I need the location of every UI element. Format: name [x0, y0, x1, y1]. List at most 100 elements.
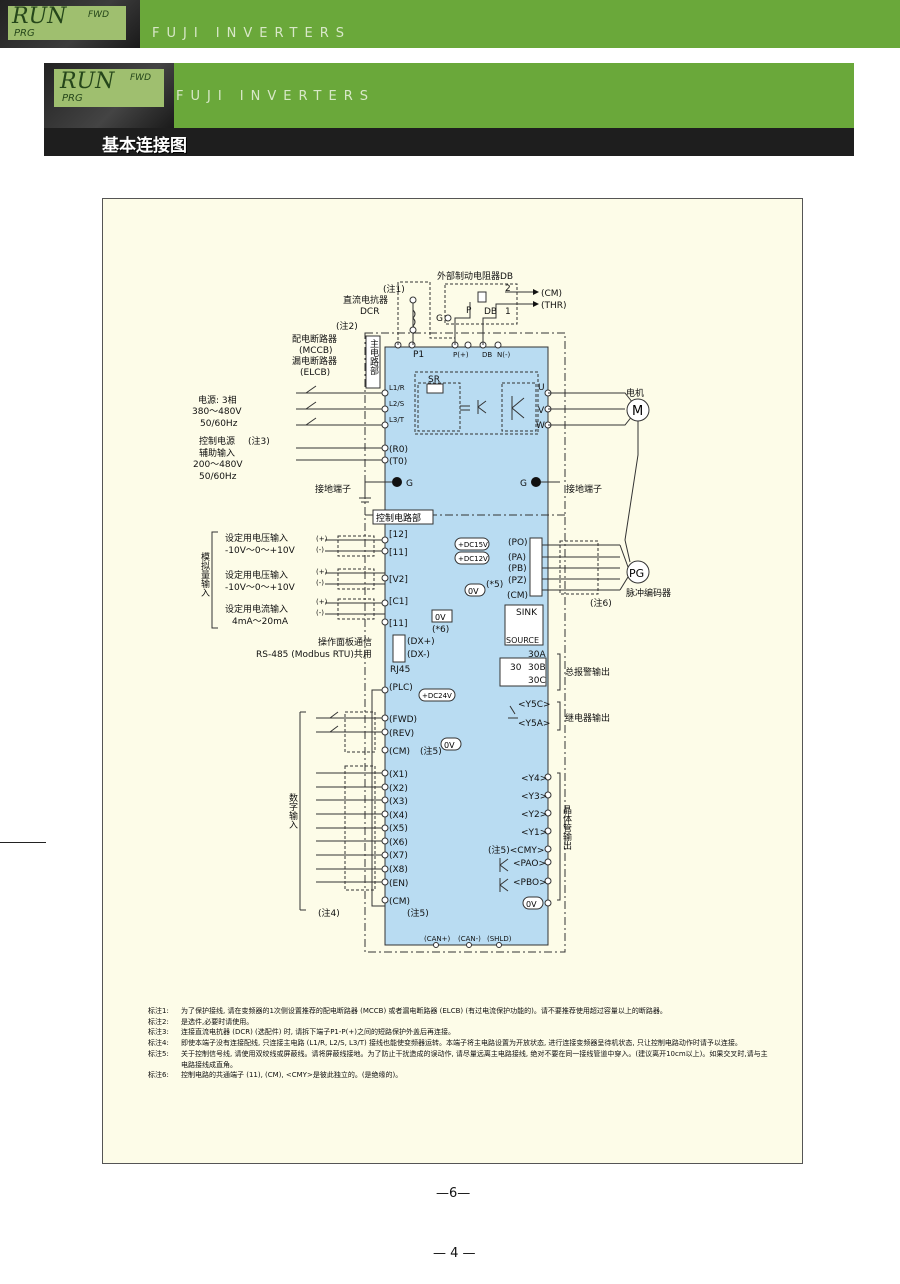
- dcr-terminal: [409, 296, 417, 304]
- terminal-db: DB: [482, 351, 492, 359]
- terminal-x6: (X6): [389, 838, 408, 848]
- analog-minus-2: (-): [316, 579, 324, 587]
- inverter-body: [384, 346, 549, 946]
- terminal-can-minus: (CAN-): [458, 935, 481, 943]
- zero-v-badge-cm: [440, 737, 462, 751]
- relay-output-label: 继电器输出: [565, 712, 610, 724]
- terminal-y2: <Y2>: [521, 810, 547, 820]
- dc12-text: +DC12V: [458, 555, 488, 563]
- power-lines: [296, 392, 385, 461]
- transistor-output-vertical: 晶体管输出: [561, 805, 572, 851]
- terminal-db1: DB: [484, 307, 497, 317]
- zero-v-text-pg: 0V: [468, 587, 479, 596]
- lcd-logo-2: RUN FWD PRG: [44, 63, 174, 128]
- terminal-cm-pg: (CM): [507, 591, 528, 601]
- lcd-run-text-2: RUN: [60, 69, 115, 94]
- note3-tag: (注3): [248, 435, 270, 447]
- inner-page-number: —6—: [436, 1186, 471, 1201]
- terminal-y4: <Y4>: [521, 774, 547, 784]
- alarm-relay-box: [499, 657, 547, 687]
- terminal-pbo: <PBO>: [513, 878, 547, 888]
- digital-input-terminals: [381, 686, 389, 904]
- lcd-logo: RUN FWD PRG: [0, 0, 140, 48]
- terminal-g-left: G: [406, 479, 413, 489]
- breaker-line2: (MCCB): [299, 346, 333, 356]
- lcd-fwd-text-2: FWD: [130, 73, 152, 83]
- zero-v-text-out: 0V: [526, 900, 537, 909]
- terminal-pb: (PB): [508, 564, 527, 574]
- terminal-w: W: [536, 421, 545, 431]
- v-set2: 设定用电压输入: [225, 569, 288, 581]
- ground-terminal-right: 接地端子: [566, 483, 602, 495]
- brand-text-2: FUJI INVERTERS: [176, 89, 375, 104]
- pg-symbol-text: PG: [629, 567, 644, 580]
- section-title: 基本连接图: [102, 136, 187, 156]
- terminal-can-plus: (CAN+): [424, 935, 451, 943]
- ground-symbol-left: [392, 477, 402, 487]
- terminal-x8: (X8): [389, 865, 408, 875]
- zero-v-badge-out: [522, 896, 544, 910]
- i-range: 4mA～20mA: [232, 617, 289, 627]
- pg-terminal-block: [529, 537, 543, 597]
- lcd-prg-text-2: PRG: [62, 93, 83, 104]
- brand-text: FUJI INVERTERS: [152, 26, 351, 41]
- terminal-db-n2: 2: [505, 284, 511, 294]
- dc24-badge: [418, 688, 456, 702]
- igbt-symbol: [511, 396, 525, 420]
- terminal-x2: (X2): [389, 784, 408, 794]
- terminal-cmy: (注5)<CMY>: [488, 844, 544, 856]
- brake-transistor: [477, 400, 487, 414]
- terminal-l1: L1/R: [389, 384, 405, 392]
- rectifier-box: [417, 382, 461, 432]
- note5-star: (*5): [486, 580, 503, 590]
- external-brake-resistor-label: 外部制动电阻器DB: [437, 270, 513, 282]
- terminal-r0: (R0): [389, 445, 408, 455]
- terminal-x3: (X3): [389, 797, 408, 807]
- note6-star: (*6): [432, 625, 449, 635]
- ctrl-power4: 50/60Hz: [199, 472, 237, 482]
- terminal-30a: 30A: [528, 650, 546, 660]
- v-set1: 设定用电压输入: [225, 532, 288, 544]
- footnote-6: 标注6:控制电路的共通端子 (11), (CM), <CMY>是彼此独立的。(是…: [148, 1071, 403, 1080]
- dcr-coil: [412, 300, 416, 345]
- transistor-terminals: [544, 773, 552, 907]
- zero-v-badge-analog: [431, 609, 453, 623]
- terminal-cm-di: (CM): [389, 747, 410, 757]
- terminal-y5c: <Y5C>: [518, 700, 551, 710]
- power-line3: 50/60Hz: [200, 419, 238, 429]
- footnotes: 标注1:为了保护接线, 请在变频器的1次侧设置推荐的配电断路器 (MCCB) 或…: [148, 1006, 768, 1081]
- top-banner: RUN FWD PRG FUJI INVERTERS: [0, 0, 900, 48]
- terminal-t0: (T0): [389, 457, 407, 467]
- terminal-u: U: [538, 383, 545, 393]
- terminal-g-right: G: [520, 479, 527, 489]
- note6-tag: (注6): [590, 597, 612, 609]
- pao-transistor: [499, 858, 509, 872]
- terminal-sr: SR: [428, 375, 440, 385]
- terminal-dxp: (DX+): [407, 637, 435, 647]
- zero-v-text-analog: 0V: [435, 613, 446, 622]
- zero-v-badge-pg: [464, 583, 486, 597]
- ctrl-power1: 控制电源: [199, 435, 235, 447]
- terminal-pz: (PZ): [508, 576, 527, 586]
- terminal-y3: <Y3>: [521, 792, 547, 802]
- lcd-prg-text: PRG: [14, 28, 35, 39]
- breaker-line3: 漏电断路器: [292, 355, 337, 367]
- motor-label: 电机: [626, 387, 644, 399]
- note5-tag-cm: (注5): [420, 745, 442, 757]
- main-circuit-label-box: [365, 335, 381, 389]
- footnote-5: 标注5:关于控制信号线, 请使用双绞线或屏蔽线。请将屏蔽线接地。为了防止干扰造成…: [148, 1049, 768, 1069]
- note1-tag: (注1): [383, 283, 405, 295]
- terminal-l3: L3/T: [389, 416, 405, 424]
- terminal-g-db: G: [436, 314, 443, 324]
- igbt-box: [501, 382, 537, 432]
- terminal-l2: L2/S: [389, 400, 405, 408]
- power-line1: 电源: 3相: [198, 394, 237, 406]
- ctrl-power2: 辅助输入: [199, 447, 235, 459]
- analog-terminals: [381, 536, 389, 626]
- dcr-abbr: DCR: [360, 307, 379, 317]
- analog-plus-3: (+): [316, 598, 328, 606]
- breaker-switches: [305, 385, 317, 426]
- note4-tag: (注4): [318, 907, 340, 919]
- dcr-name: 直流电抗器: [343, 294, 388, 306]
